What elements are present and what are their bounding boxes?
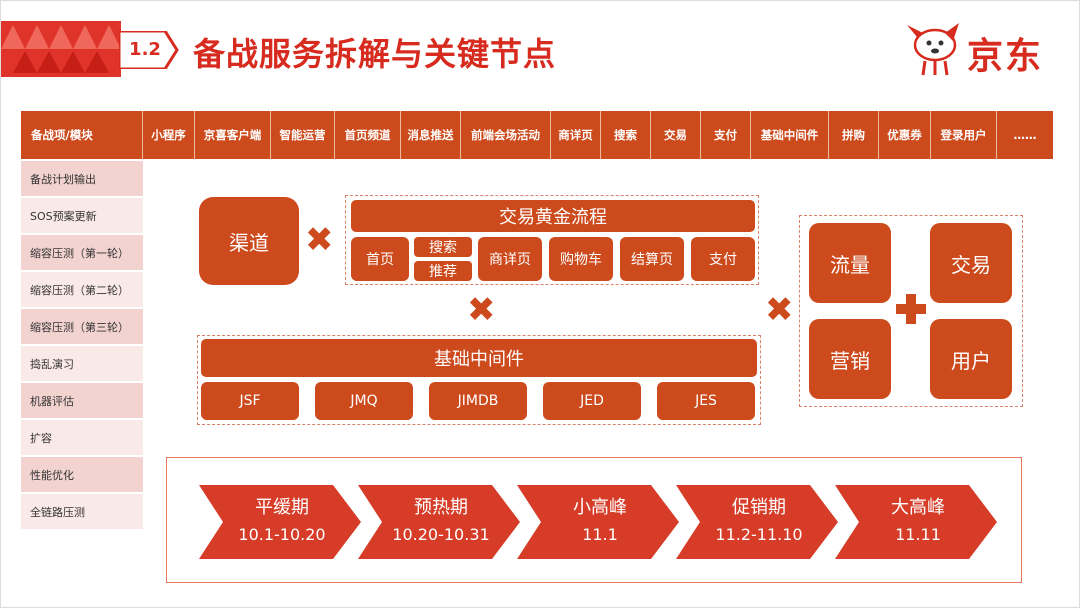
section-number: 1.2 [129, 39, 161, 60]
multiply-icon: ✖ [765, 290, 794, 330]
factor-marketing: 营销 [809, 319, 891, 399]
prep-item: 缩容压测（第三轮） [21, 309, 143, 344]
module-cell: 商详页 [551, 111, 601, 159]
module-cell: 前端会场活动 [461, 111, 551, 159]
timeline-phase: 促销期 11.2-11.10 [676, 485, 838, 559]
phase-name: 小高峰 [573, 497, 627, 518]
phase-dates: 10.1-10.20 [238, 525, 326, 544]
flow-step-payment: 支付 [691, 237, 755, 281]
phase-name: 平缓期 [255, 497, 309, 518]
module-cell: 智能运营 [271, 111, 335, 159]
module-cell: 消息推送 [401, 111, 461, 159]
flow-step-recommend: 推荐 [414, 261, 472, 281]
logo-text: 京东 [967, 36, 1044, 77]
module-cell: 优惠券 [879, 111, 931, 159]
jd-logo: 京东 [901, 19, 1061, 79]
module-cell: 交易 [651, 111, 701, 159]
timeline-phase: 大高峰 11.11 [835, 485, 997, 559]
flow-step-search: 搜索 [414, 237, 472, 257]
module-header-bar: 备战项/模块 小程序 京喜客户端 智能运营 首页频道 消息推送 前端会场活动 商… [21, 111, 1053, 159]
timeline-phase: 小高峰 11.1 [517, 485, 679, 559]
module-cell: 京喜客户端 [195, 111, 271, 159]
middleware-jes: JES [657, 382, 755, 420]
prep-item: 缩容压测（第一轮） [21, 235, 143, 270]
timeline-phase: 平缓期 10.1-10.20 [199, 485, 361, 559]
module-cell: 首页频道 [335, 111, 401, 159]
golden-flow-title: 交易黄金流程 [351, 200, 755, 232]
phase-dates: 10.20-10.31 [392, 525, 490, 544]
module-cell: 小程序 [143, 111, 195, 159]
prep-item: SOS预案更新 [21, 198, 143, 233]
flow-step-homepage: 首页 [351, 237, 409, 281]
module-cell: 搜索 [601, 111, 651, 159]
flow-step-product-detail: 商详页 [478, 237, 542, 281]
prep-item: 扩容 [21, 420, 143, 455]
middleware-title: 基础中间件 [201, 339, 757, 377]
middleware-frame [197, 335, 761, 425]
phase-dates: 11.1 [582, 525, 618, 544]
module-cell: …… [1013, 128, 1037, 142]
channel-box: 渠道 [199, 197, 299, 285]
factor-user: 用户 [930, 319, 1012, 399]
prep-item: 捣乱演习 [21, 346, 143, 381]
prep-item: 机器评估 [21, 383, 143, 418]
module-cell: 登录用户 [931, 111, 997, 159]
plus-icon [896, 294, 926, 324]
phase-name: 大高峰 [891, 497, 945, 518]
multiply-icon: ✖ [467, 290, 496, 330]
factor-traffic: 流量 [809, 223, 891, 303]
prep-item: 性能优化 [21, 457, 143, 492]
middleware-jmq: JMQ [315, 382, 413, 420]
section-number-badge: 1.2 [119, 31, 179, 69]
module-cell: 支付 [701, 111, 751, 159]
golden-flow-frame [345, 195, 759, 285]
prep-item: 备战计划输出 [21, 161, 143, 196]
module-cell: 备战项/模块 [21, 111, 143, 159]
phase-dates: 11.2-11.10 [715, 525, 803, 544]
jd-dog-icon [907, 23, 959, 76]
middleware-jimdb: JIMDB [429, 382, 527, 420]
page-title: 备战服务拆解与关键节点 [193, 35, 557, 73]
phase-name: 预热期 [414, 497, 468, 518]
factors-frame [799, 215, 1023, 407]
prep-item: 缩容压测（第二轮） [21, 272, 143, 307]
module-cell: 基础中间件 [751, 111, 829, 159]
flow-step-checkout: 结算页 [620, 237, 684, 281]
phase-name: 促销期 [732, 497, 786, 518]
timeline-phase: 预热期 10.20-10.31 [358, 485, 520, 559]
middleware-jed: JED [543, 382, 641, 420]
header-triangle-pattern [1, 21, 121, 77]
timeline-frame [166, 457, 1022, 583]
module-cell: 拼购 [829, 111, 879, 159]
factor-transaction: 交易 [930, 223, 1012, 303]
prep-item: 全链路压测 [21, 494, 143, 529]
prep-items-column: 备战计划输出 SOS预案更新 缩容压测（第一轮） 缩容压测（第二轮） 缩容压测（… [21, 161, 143, 531]
middleware-jsf: JSF [201, 382, 299, 420]
flow-step-cart: 购物车 [549, 237, 613, 281]
multiply-icon: ✖ [305, 220, 334, 260]
phase-dates: 11.11 [895, 525, 941, 544]
